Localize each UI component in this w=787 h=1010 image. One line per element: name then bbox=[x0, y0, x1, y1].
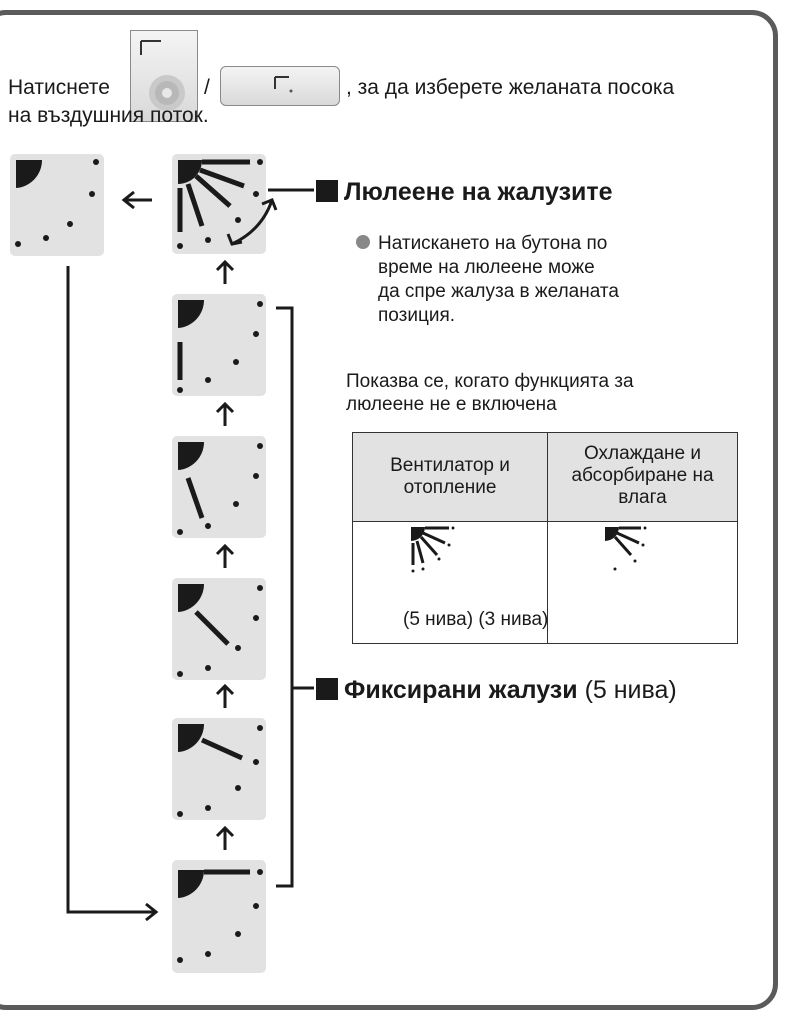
panel-fixed-1 bbox=[172, 294, 266, 396]
col1-line-1: Вентилатор и bbox=[390, 455, 510, 476]
heading-square-icon bbox=[316, 678, 338, 700]
col1-line-2: отопление bbox=[403, 477, 497, 498]
fixed-levels: (5 нива) bbox=[584, 676, 677, 704]
table-header-col1: Вентилатор и отопление bbox=[353, 433, 547, 522]
panel-fixed-4 bbox=[172, 718, 266, 820]
indicator-5-levels bbox=[411, 526, 455, 573]
note-line-3: да спре жалуза в желаната bbox=[378, 281, 619, 302]
col2-line-2: абсорбиране на bbox=[571, 465, 714, 486]
intro-line2-text: на въздушния поток. bbox=[8, 104, 209, 127]
shown-when-line-2: люлеене не е включена bbox=[346, 394, 557, 415]
panel-fixed-2 bbox=[172, 436, 266, 538]
fixed-title: Фиксирани жалузи bbox=[344, 676, 578, 704]
note-line-1: Натискането на бутона по bbox=[378, 233, 608, 254]
table-caption: (5 нива) (3 нива) bbox=[403, 609, 549, 630]
louver-indicators bbox=[411, 526, 647, 573]
panel-default bbox=[10, 154, 104, 256]
direction-button-2[interactable] bbox=[220, 66, 340, 106]
intro-separator: / bbox=[204, 76, 210, 99]
intro-purpose-text: , за да изберете желаната посока bbox=[346, 76, 675, 99]
shown-when-line-1: Показва се, когато функцията за bbox=[346, 371, 634, 392]
shown-when-text: Показва се, когато функцията за люлеене … bbox=[346, 370, 634, 416]
swing-title: Люлеене на жалузите bbox=[344, 178, 613, 206]
panel-fixed-5 bbox=[172, 860, 266, 973]
bullet-icon bbox=[356, 235, 370, 249]
indicator-table: Вентилатор и отопление Охлаждане и абсор… bbox=[352, 432, 738, 644]
col2-line-1: Охлаждане и bbox=[583, 443, 702, 464]
indicator-3-levels bbox=[605, 526, 647, 571]
swing-note: Натискането на бутона по време на люлеен… bbox=[356, 232, 619, 328]
louver-icon bbox=[274, 76, 293, 93]
direction-button-1[interactable] bbox=[130, 30, 198, 122]
swing-icon bbox=[140, 40, 185, 111]
col2-line-3: влага bbox=[618, 487, 667, 508]
heading-square-icon bbox=[316, 180, 338, 202]
note-line-2: време на люлеене може bbox=[378, 257, 595, 278]
swing-heading: Люлеене на жалузите bbox=[316, 178, 613, 206]
panel-swing bbox=[172, 154, 266, 254]
note-line-4: позиция. bbox=[378, 305, 456, 326]
table-header-col2: Охлаждане и абсорбиране на влага bbox=[548, 433, 737, 522]
fixed-heading: Фиксирани жалузи (5 нива) bbox=[316, 676, 677, 704]
panel-fixed-3 bbox=[172, 578, 266, 680]
intro-press-text: Натиснете bbox=[8, 76, 110, 99]
